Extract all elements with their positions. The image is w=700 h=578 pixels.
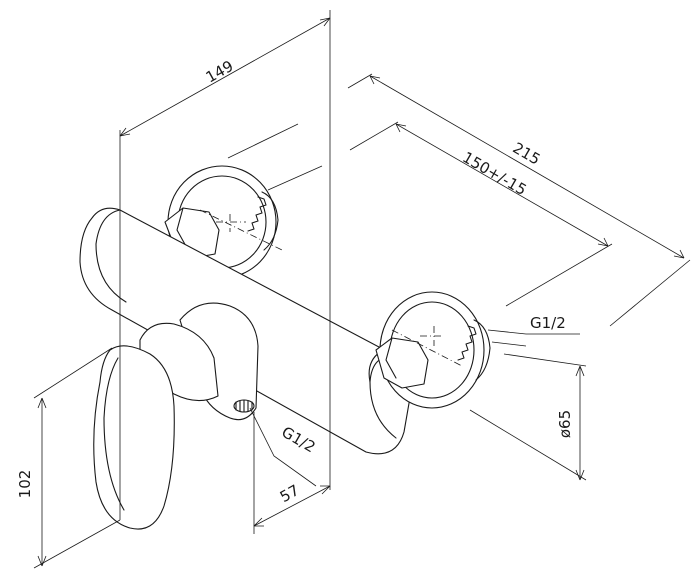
label-wall-span: 215 [510,139,544,169]
lever-handle [93,345,175,530]
dimension-inlet-spacing: 150+/-15 [349,121,613,307]
label-outlet-thread: G1/2 [279,423,319,456]
leader-inlet-thread: G1/2 [487,314,580,347]
label-overall-width: 149 [203,57,237,87]
center-lines [199,209,463,367]
label-flange-diameter: ø65 [556,410,574,438]
label-handle-height: 102 [16,470,34,499]
dimension-handle-height: 102 [16,347,121,569]
dimension-flange-diameter: ø65 [469,353,587,481]
extension-lines-top [227,123,323,191]
dimension-wall-span: 215 [347,73,691,327]
outlet-neck [179,302,259,421]
dimension-overall-width: 149 [119,10,331,520]
front-wall-flange [375,291,491,409]
label-inlet-thread: G1/2 [530,314,566,332]
